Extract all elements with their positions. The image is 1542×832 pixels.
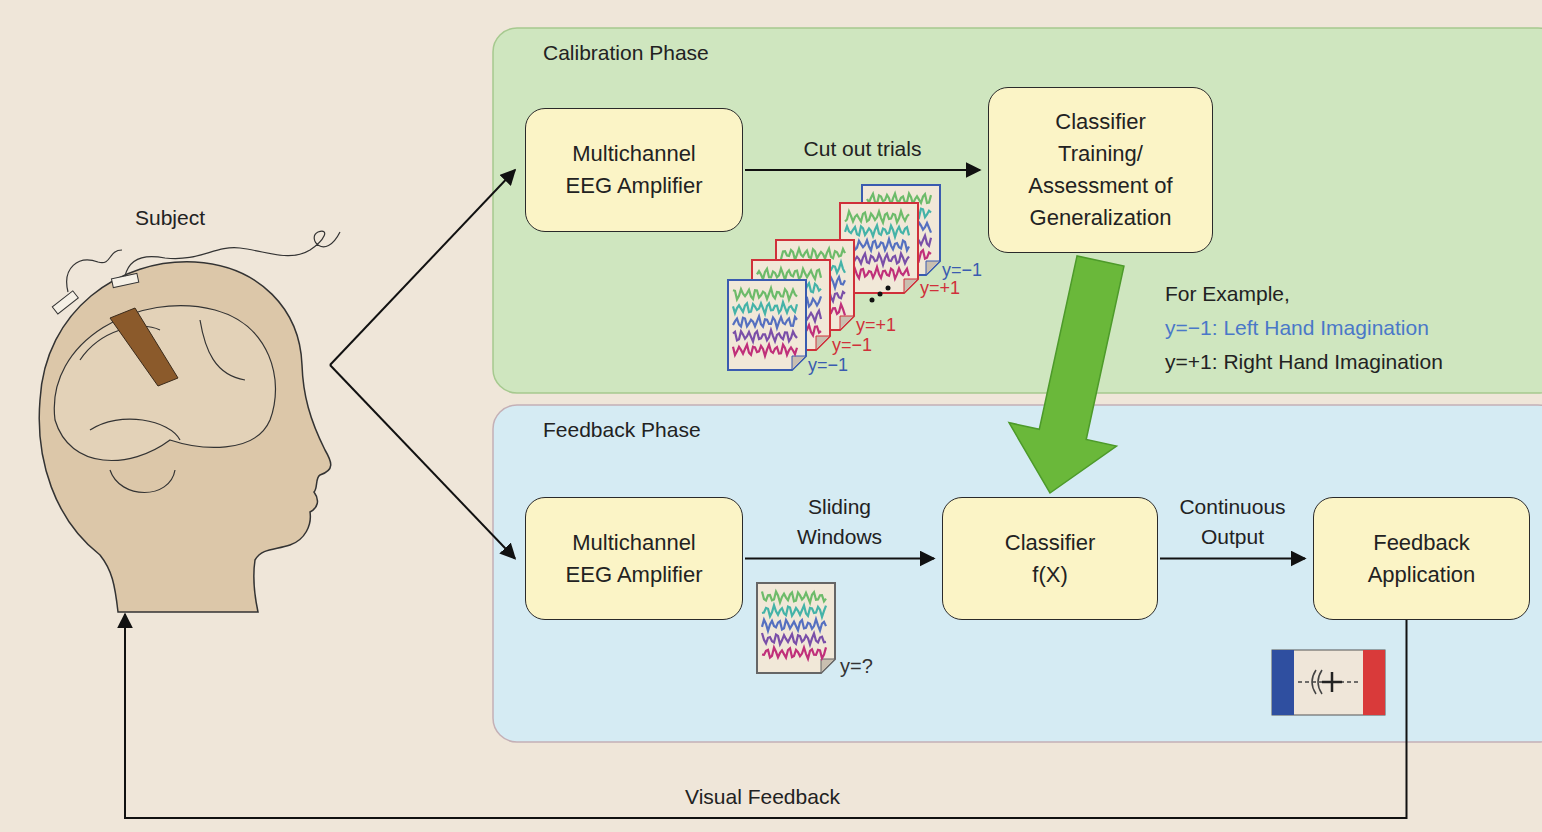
icon-cursor [1322, 672, 1342, 692]
sheet-fold [792, 356, 806, 370]
process-box: Classifier f(X) [942, 497, 1158, 620]
process-box: Classifier Training/ Assessment of Gener… [988, 87, 1213, 253]
feedback-icon [1272, 650, 1385, 715]
process-box: Multichannel EEG Amplifier [525, 497, 743, 620]
brain-folds [80, 320, 245, 493]
box-label: Multichannel EEG Amplifier [559, 527, 709, 591]
eeg-trace [762, 633, 826, 645]
eeg-trace [762, 647, 826, 658]
sheet-fold [926, 261, 940, 275]
box-label: Multichannel EEG Amplifier [559, 138, 709, 202]
legend-note: For Example, [1165, 282, 1290, 306]
head-illustration [30, 195, 330, 612]
panel-title: Feedback Phase [543, 415, 701, 445]
sheet-fold [816, 336, 830, 350]
eeg-trace [733, 288, 797, 300]
eeg-trace [757, 268, 821, 279]
icon-right-target [1363, 650, 1385, 715]
edge-label: Visual Feedback [685, 782, 825, 812]
eeg-trace [733, 330, 797, 342]
box-label: Classifier f(X) [985, 527, 1115, 591]
illustration-part [39, 231, 340, 612]
process-box: Multichannel EEG Amplifier [525, 108, 743, 232]
trial-illustrations [728, 185, 940, 673]
panel-title: Calibration Phase [543, 38, 709, 68]
flow-arrow [330, 365, 515, 559]
motor-cortex [110, 308, 178, 386]
ellipsis-dot [878, 292, 883, 297]
feedback-loop-arrow [125, 614, 1407, 818]
sheet-fold [840, 316, 854, 330]
panel-ground [493, 405, 1542, 742]
trial-class-label: y=−1 [832, 335, 872, 356]
subject-label: Subject [135, 203, 205, 233]
box-label: Classifier Training/ Assessment of Gener… [1015, 106, 1187, 234]
eeg-trace [762, 619, 826, 631]
trial-sheet [728, 280, 806, 370]
panel-grounds [493, 28, 1542, 742]
electrode [52, 291, 78, 314]
flow-arrow [745, 169, 980, 171]
legend-note: y=−1: Left Hand Imagination [1165, 316, 1429, 340]
eeg-trace [733, 345, 797, 356]
ellipsis-dot [870, 298, 875, 303]
panel-ground [493, 28, 1542, 393]
icon-frame [1272, 650, 1385, 715]
eeg-trace [845, 225, 909, 236]
icon-left-target [1272, 650, 1294, 715]
edge-label: Cut out trials [804, 134, 922, 164]
head-outline [39, 262, 331, 612]
edge-label: Continuous Output [1179, 492, 1285, 553]
flow-arrow [1160, 558, 1305, 560]
eeg-trace [845, 211, 909, 222]
sheet-fold [904, 279, 918, 293]
brain-outline [54, 306, 275, 461]
box-label: Feedback Application [1347, 527, 1497, 591]
eeg-trace [733, 316, 797, 328]
edge-label: Sliding Windows [797, 492, 882, 553]
eeg-trace [781, 248, 845, 259]
sheet-outline [757, 583, 835, 673]
trial-sheet [757, 583, 835, 673]
flow-arrow [330, 170, 515, 365]
ellipsis-dot [886, 286, 891, 291]
eeg-trace [733, 302, 797, 314]
model-transfer-arrow [1009, 256, 1124, 493]
subject-head: Subject [30, 195, 330, 612]
trial-class-label: y=−1 [808, 355, 848, 376]
legend-note: y=+1: Right Hand Imagination [1165, 350, 1443, 374]
eeg-trace [762, 591, 826, 602]
sheet-outline [728, 280, 806, 370]
sheet-fold [821, 659, 835, 673]
eeg-trace [762, 605, 826, 617]
process-box: Feedback Application [1313, 497, 1530, 620]
trial-class-label: y=? [840, 655, 873, 678]
electrode-wire [67, 231, 340, 292]
phase-panel: Multichannel EEG Amplifier Classifier f(X… [493, 405, 1542, 742]
icon-motion-marks [1312, 670, 1322, 694]
trial-class-label: y=+1 [856, 315, 896, 336]
trial-class-label: y=−1 [942, 260, 982, 281]
trial-class-label: y=+1 [920, 278, 960, 299]
flow-arrow [745, 558, 934, 560]
